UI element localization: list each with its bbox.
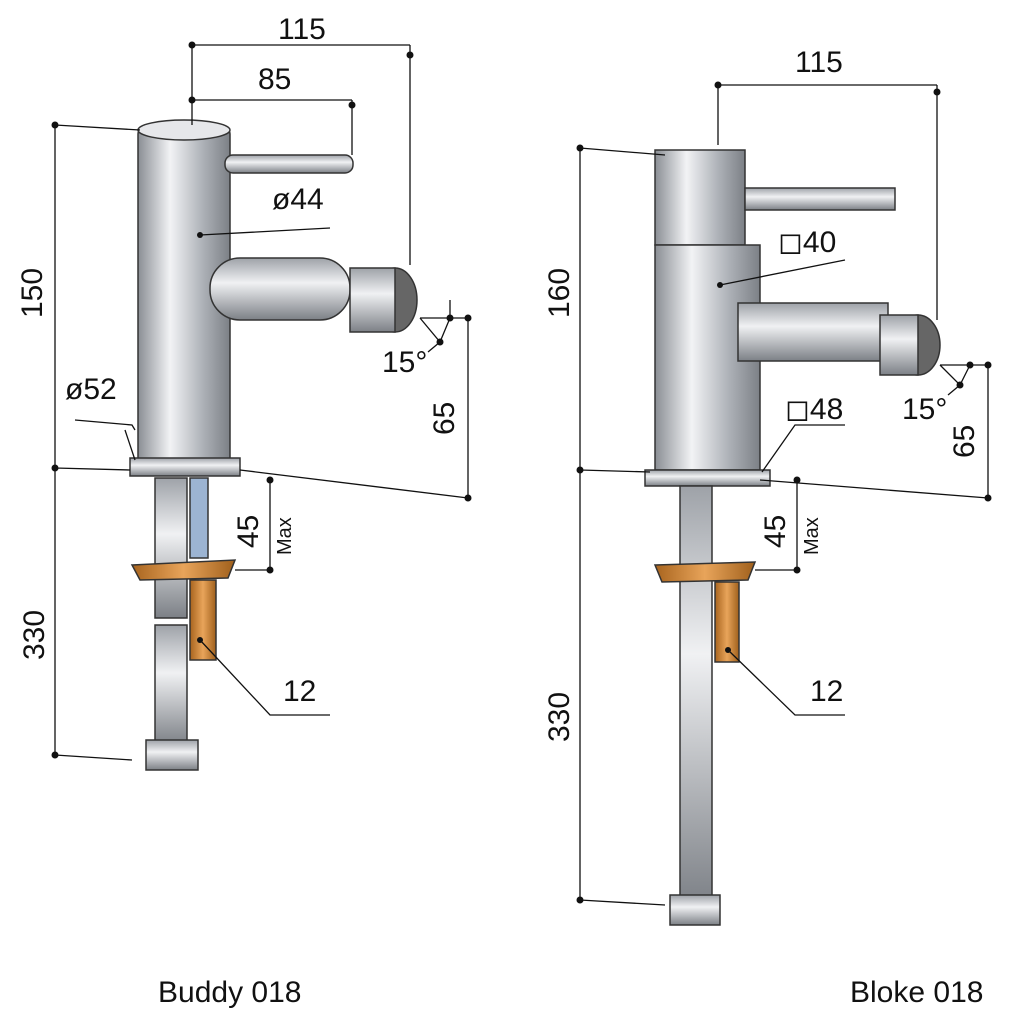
dim-thread: 12 [810,675,844,708]
dim-deck-thickness: 45 [232,514,265,548]
bloke-faucet [644,149,941,926]
dim-spout-height: 65 [428,401,461,435]
dim-angle: 15° [902,393,948,426]
dim-base-square: ◻48 [785,393,844,426]
dim-deck-thickness: 45 [759,514,792,548]
dim-base-diameter: ø52 [65,373,117,406]
dim-hose-length: 330 [18,609,51,660]
dim-width-total: 115 [278,13,326,46]
dim-angle: 15° [382,346,428,379]
dim-deck-max: Max [801,517,823,555]
dim-deck-max: Max [274,517,296,555]
dim-thread: 12 [283,675,317,708]
buddy-faucet [129,119,418,771]
dim-body-diameter: ø44 [272,183,324,216]
dim-hose-length: 330 [543,691,576,742]
dim-spout-height: 65 [948,424,981,458]
dim-body-square: ◻40 [778,226,837,259]
dim-width-total: 115 [795,46,843,79]
product-caption: Bloke 018 [850,976,984,1009]
dim-height: 150 [16,267,49,318]
dim-height: 160 [543,267,576,318]
dim-width-lever: 85 [258,63,292,96]
product-caption: Buddy 018 [158,976,302,1009]
